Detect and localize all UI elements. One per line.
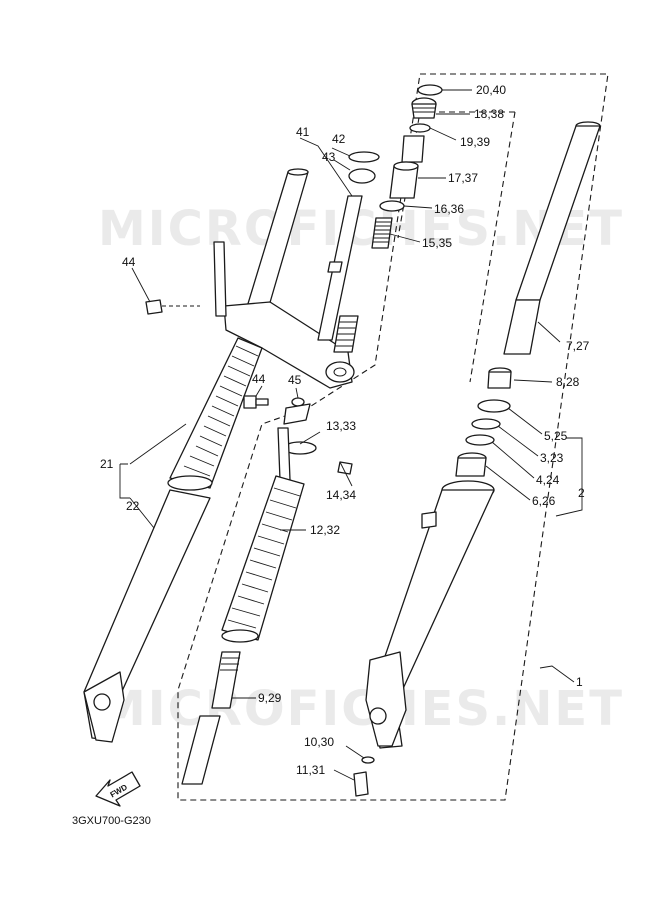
callout-13-33: 13,33 (326, 419, 356, 433)
washer-16 (379, 200, 405, 212)
callout-2: 2 (578, 486, 585, 500)
callout-8-28: 8,28 (556, 375, 580, 389)
callout-11-31: 11,31 (296, 763, 325, 777)
handlebar-rod (213, 241, 227, 317)
cap-bolt-20 (417, 84, 443, 96)
callout-22: 22 (126, 499, 140, 513)
callout-labels: 20,40 18,38 19,39 17,37 16,36 15,35 41 4… (100, 83, 590, 777)
stem-nut (348, 168, 376, 184)
assembly-outline-dashed (177, 73, 609, 801)
callout-15-35: 15,35 (422, 236, 452, 250)
under-bracket (223, 301, 353, 389)
callout-18-38: 18,38 (474, 107, 504, 121)
callout-45: 45 (288, 373, 302, 387)
bolt-11 (353, 771, 369, 797)
callout-12-32: 12,32 (310, 523, 340, 537)
right-inner-tube-7 (503, 121, 601, 355)
boot-13 (277, 427, 317, 481)
spring-seat-18 (411, 97, 437, 119)
callout-1: 1 (576, 675, 583, 689)
callout-7-27: 7,27 (566, 339, 590, 353)
stem-washer (348, 151, 380, 163)
watermark-bottom: MICROFICHES.NET (98, 681, 624, 737)
damper-rod-9 (181, 651, 241, 785)
callout-43: 43 (322, 150, 336, 164)
callout-21: 21 (100, 457, 114, 471)
callout-4-24: 4,24 (536, 473, 560, 487)
callout-3-23: 3,23 (540, 451, 564, 465)
left-fork-assembly (83, 151, 380, 743)
callout-5-25: 5,25 (544, 429, 568, 443)
callout-41: 41 (296, 125, 310, 139)
oil-seal-5 (477, 399, 511, 413)
ring-3 (471, 418, 501, 430)
bolt-44-top (145, 299, 200, 315)
bushing-8 (487, 367, 512, 389)
boot-12 (221, 475, 305, 643)
spacer-17 (389, 135, 425, 199)
callout-17-37: 17,37 (448, 171, 478, 185)
callout-44-lower: 44 (252, 372, 266, 386)
right-outer-tube-2 (365, 480, 495, 749)
callout-44-top: 44 (122, 255, 136, 269)
callout-42: 42 (332, 132, 346, 146)
bolt-44-lower (243, 395, 269, 409)
callout-16-36: 16,36 (434, 202, 464, 216)
callout-19-39: 19,39 (460, 135, 490, 149)
o-ring-19 (409, 123, 431, 133)
washer-4 (465, 434, 495, 446)
clamp-45 (283, 397, 311, 425)
diagram-code: 3GXU700-G230 (72, 815, 151, 827)
bushing-6 (455, 452, 487, 477)
callout-10-30: 10,30 (304, 735, 334, 749)
gasket-10 (361, 756, 375, 764)
callout-6-26: 6,26 (532, 494, 556, 508)
stem-thread (333, 315, 359, 353)
spring-15 (371, 217, 393, 249)
callout-20-40: 20,40 (476, 83, 506, 97)
leader-lines (119, 89, 583, 781)
left-fork-boot (167, 337, 263, 491)
callout-14-34: 14,34 (326, 488, 356, 502)
fwd-arrow-icon: FWD (95, 771, 141, 807)
callout-9-29: 9,29 (258, 691, 282, 705)
